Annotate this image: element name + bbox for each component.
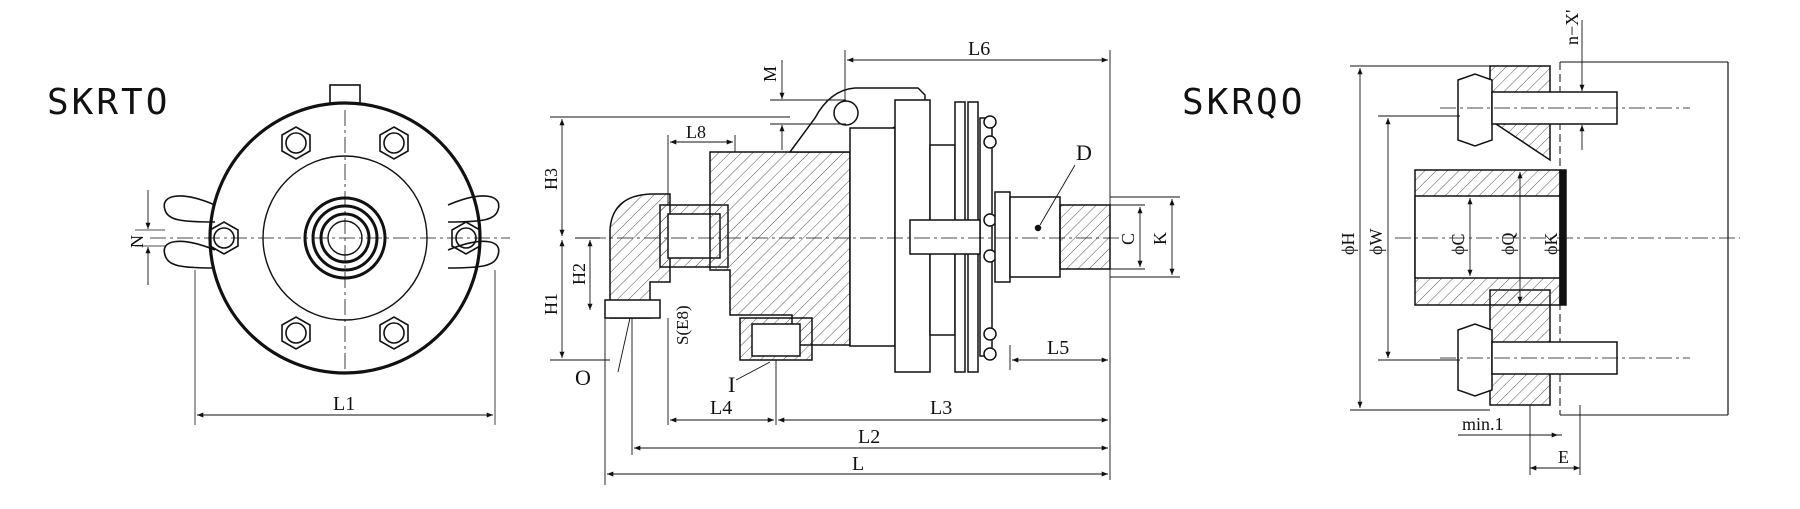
dim-e: E	[1558, 447, 1569, 467]
section-view	[590, 87, 1120, 373]
dim-n-x: n−X'	[1562, 10, 1582, 45]
dim-h1: H1	[541, 293, 561, 315]
dim-l6: L6	[968, 38, 990, 60]
mount-view	[1395, 61, 1740, 416]
dim-l2: L2	[858, 426, 880, 448]
label-d: D	[1076, 140, 1092, 165]
dim-s-e8: S(E8)	[673, 305, 692, 345]
section-dimensions	[550, 50, 1180, 485]
dim-k: K	[1150, 232, 1170, 245]
dim-c: C	[1118, 233, 1138, 245]
mount-dimensions	[1350, 20, 1585, 475]
dim-h3: H3	[541, 168, 561, 190]
dim-phi-w: ϕW	[1366, 229, 1386, 255]
dim-l3: L3	[930, 397, 952, 419]
dim-m: M	[760, 66, 780, 82]
front-view	[135, 84, 510, 425]
title-skrto: SKRTO	[47, 82, 171, 123]
dim-n: N	[127, 235, 147, 248]
label-i: I	[728, 372, 735, 397]
dim-min: min.1	[1462, 414, 1504, 434]
dim-phi-q: ϕQ	[1498, 233, 1518, 255]
dim-l1: L1	[333, 393, 355, 415]
dim-phi-c: ϕC	[1448, 234, 1468, 255]
dim-l4: L4	[710, 397, 732, 419]
title-skrqo: SKRQO	[1182, 82, 1306, 123]
dim-h2: H2	[569, 263, 589, 285]
label-o: O	[575, 365, 591, 390]
dim-phi-h: ϕH	[1338, 233, 1358, 255]
dim-phi-k: ϕK	[1541, 233, 1561, 255]
dim-l: L	[852, 453, 864, 475]
dim-l5: L5	[1047, 337, 1069, 359]
dim-l8: L8	[686, 122, 706, 142]
